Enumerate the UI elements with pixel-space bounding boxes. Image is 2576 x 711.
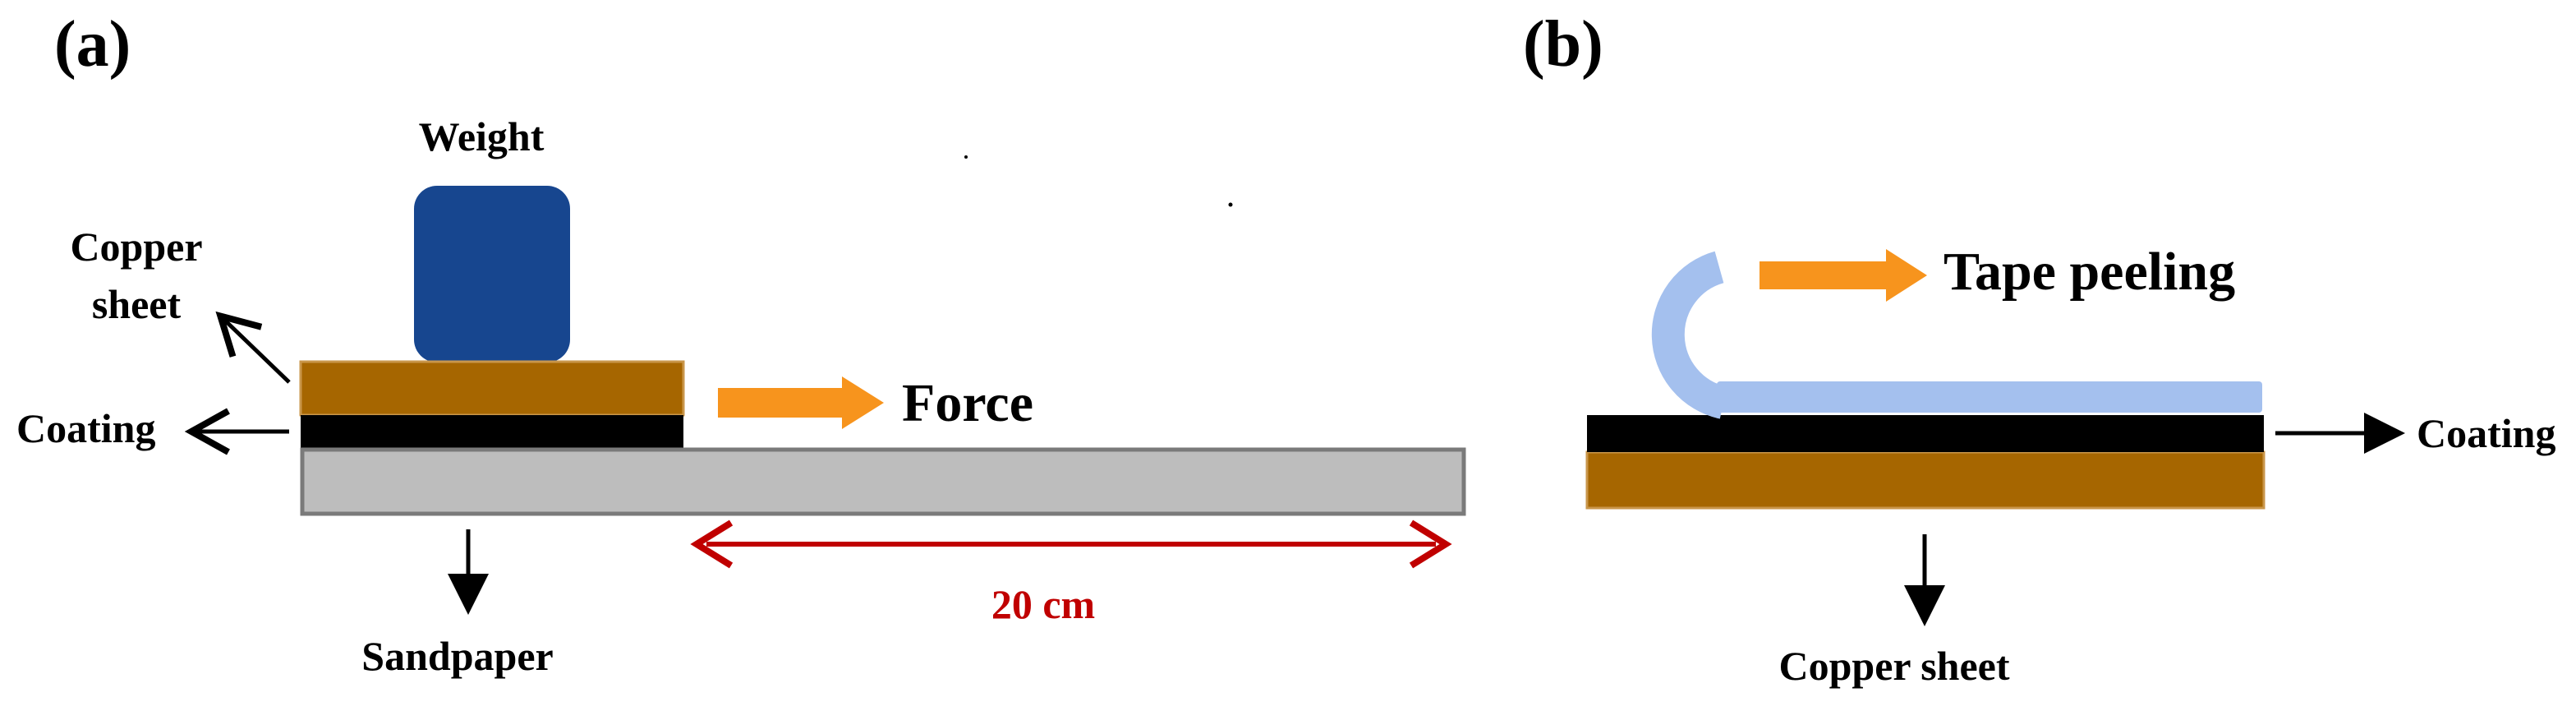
coating-label-b: Coating (2417, 410, 2555, 456)
tape-peeling-label: Tape peeling (1944, 242, 2235, 302)
distance-arrow (690, 519, 1452, 569)
weight-block (414, 186, 570, 362)
tape-strip (1651, 251, 2262, 419)
coating-label-a: Coating (16, 405, 155, 451)
copper-label-b: Copper sheet (1778, 643, 2009, 689)
copper-sheet-a (299, 360, 685, 417)
copper-pointer-arrow (215, 311, 291, 384)
weight-label: Weight (419, 113, 545, 159)
tape-peeling-arrow (1760, 249, 1927, 302)
copper-sheet-b (1585, 450, 2266, 510)
panel-a-label: (a) (54, 8, 131, 81)
force-label: Force (902, 373, 1033, 433)
sandpaper-strip (300, 447, 1466, 516)
copper-label-line2: sheet (92, 281, 182, 327)
sandpaper-label: Sandpaper (361, 633, 553, 679)
coating-layer-a (301, 415, 683, 448)
panel-a: (a) Weight Copper sheet Coating Force Sa… (16, 8, 1466, 679)
distance-label: 20 cm (991, 581, 1095, 627)
force-arrow (718, 376, 884, 429)
speck (964, 155, 968, 159)
coating-layer-b (1587, 415, 2264, 452)
panel-b-label: (b) (1523, 8, 1603, 81)
copper-label-line1: Copper (70, 224, 202, 270)
speck (1228, 202, 1233, 207)
panel-b: (b) Tape peeling Coating Copper sheet (1523, 8, 2555, 689)
